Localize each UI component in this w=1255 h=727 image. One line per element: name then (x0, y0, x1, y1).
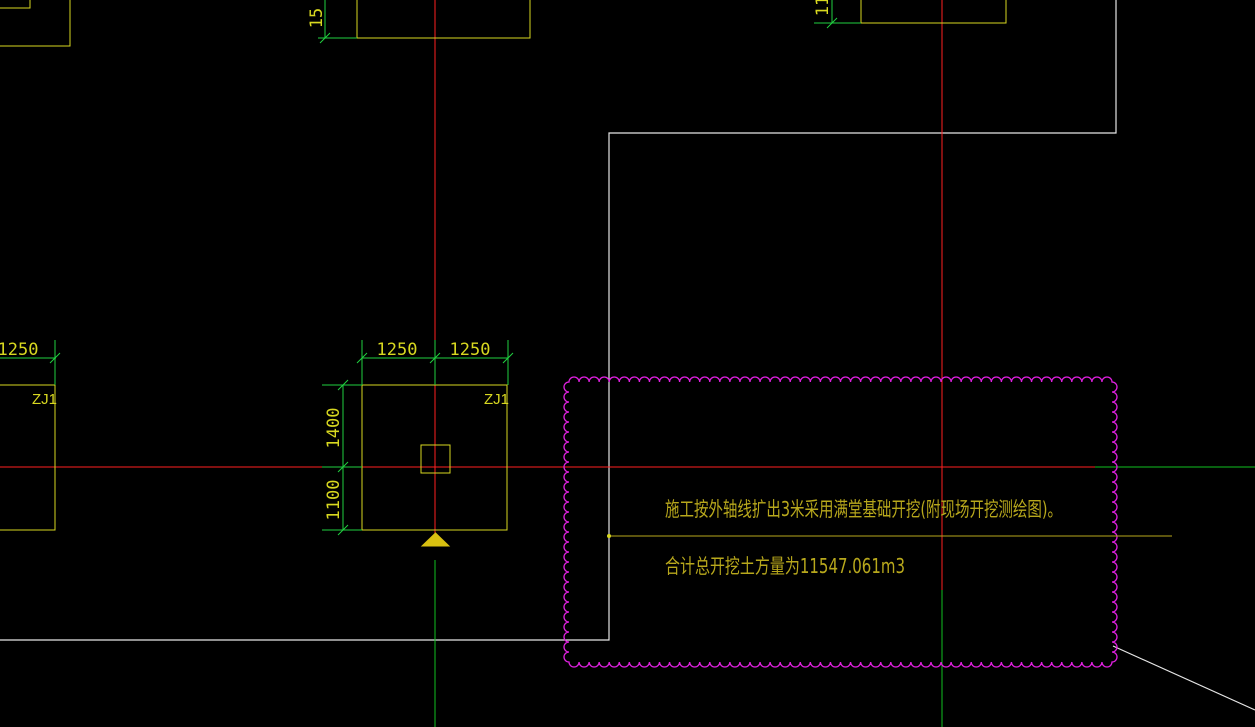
excavation-boundary-line (0, 0, 1117, 641)
center-dim-left-upper: 1400 (324, 408, 344, 449)
note-line-2: 合计总开挖土方量为11547.061m3 (665, 554, 905, 578)
center-footing (322, 340, 514, 547)
left-footing-tag: ZJ1 (32, 391, 57, 408)
top-left-corner-footing (0, 0, 71, 47)
note-leader-dot (607, 534, 611, 538)
center-dim-top-left: 1250 (377, 340, 418, 360)
top-left-dim-label: 15 (307, 8, 327, 28)
note-line-1: 施工按外轴线扩出3米采用满堂基础开挖(附现场开挖测绘图)。 (665, 497, 1062, 521)
center-dim-left-lower: 1100 (324, 480, 344, 521)
left-footing-dim-label: 1250 (0, 340, 38, 360)
center-dim-top-right: 1250 (450, 340, 491, 360)
top-right-dim-label: 11 (813, 0, 833, 16)
top-center-footing (318, 0, 531, 44)
boundary-diagonal-line (1112, 645, 1255, 711)
center-footing-tag: ZJ1 (484, 391, 509, 408)
left-footing (0, 340, 61, 531)
top-right-footing (814, 0, 1007, 29)
revision-cloud (563, 376, 1118, 668)
